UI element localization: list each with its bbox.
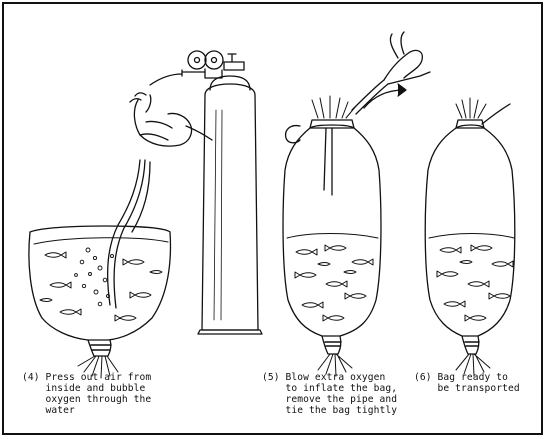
step4-oxygen-tube [108, 160, 150, 308]
step6-bag-neck-tie [456, 98, 510, 128]
step6-bag [425, 128, 515, 376]
caption-step5: (5) Blow extra oxygen to inflate the bag… [262, 372, 397, 416]
step4-hand [130, 93, 212, 146]
step5-hand-with-pipe [352, 32, 430, 114]
oxygen-cylinder [198, 76, 262, 334]
step5-bag-neck-tie [286, 96, 356, 195]
caption-step4: (4) Press out air from inside and bubble… [22, 372, 151, 416]
step6-fish [437, 245, 513, 321]
caption-step6: (6) Bag ready to be transported [414, 372, 520, 394]
motion-arrow [364, 84, 406, 108]
step5-fish [295, 245, 373, 321]
pressure-regulator [150, 51, 244, 85]
step4-fish [40, 252, 162, 321]
